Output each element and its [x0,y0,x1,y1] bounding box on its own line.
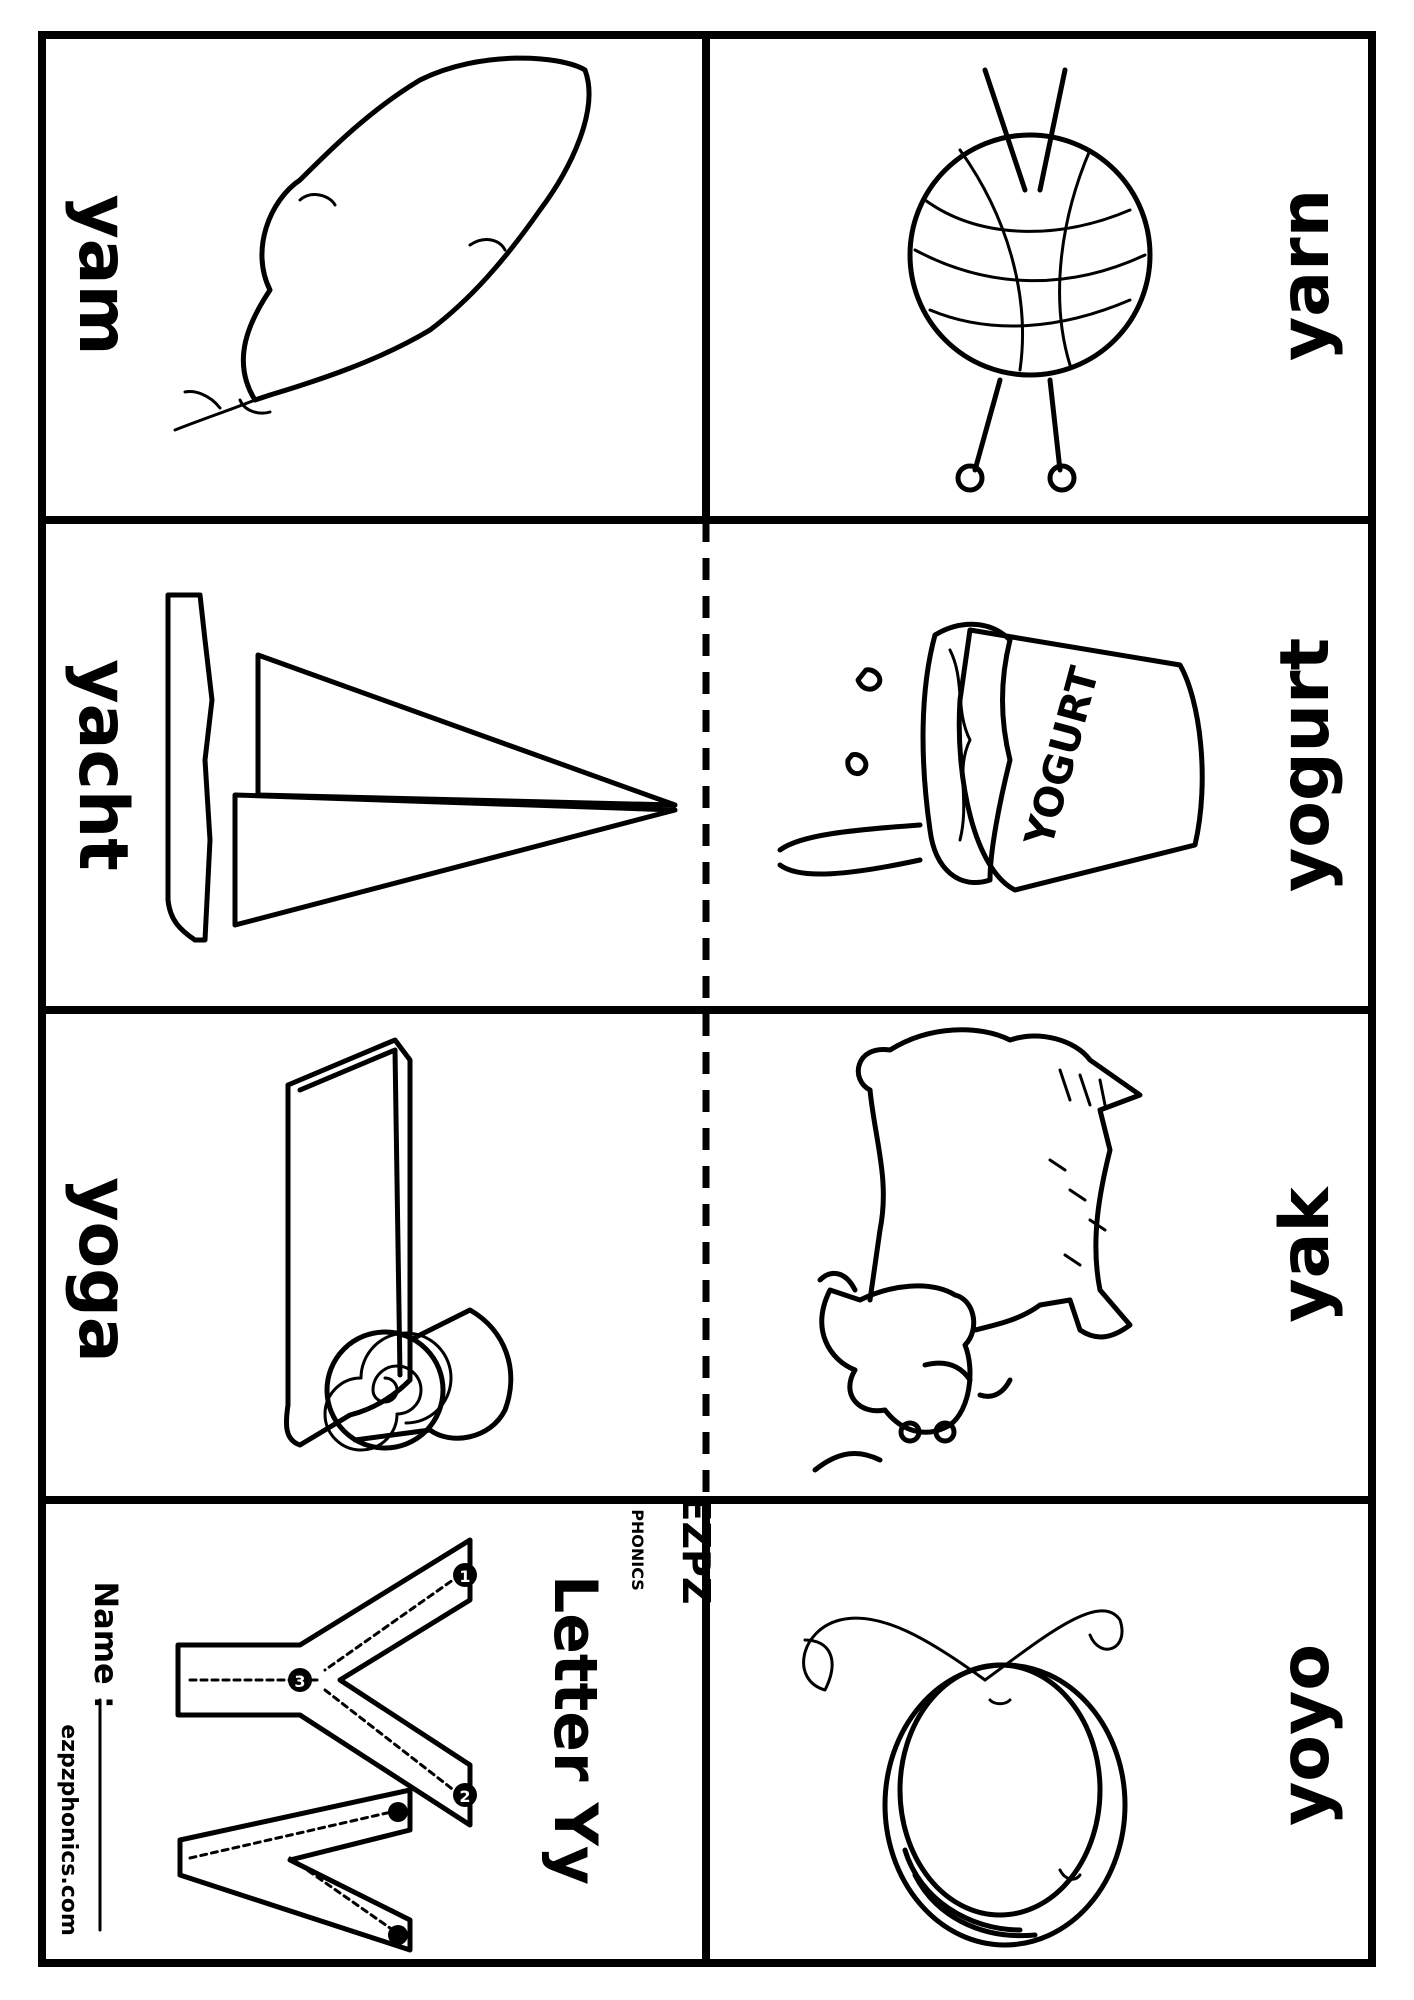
card-yoga: yoga [63,1037,514,1452]
step-1: 1 [459,1567,470,1586]
card-letter-tracing: Letter Yy Name : ezpzphonics.com EZPZ PH… [56,1496,718,1953]
yam-icon [173,55,592,432]
yogurt-icon: YOGURT [777,621,1205,893]
card-grid [38,31,1376,1967]
yacht-icon [165,592,678,943]
card-label-yoga: yoga [63,1177,142,1363]
step-3: 3 [294,1672,305,1691]
card-yak: yak [812,1027,1345,1473]
yak-icon [812,1027,1143,1473]
yoga-mat-icon [284,1037,514,1452]
card-yogurt: yogurt YOGURT [777,621,1345,893]
tracing-title: Letter Yy [540,1575,610,1885]
small-y-tracing-icon [177,1787,413,1953]
ezpz-logo: EZPZ PHONICS [628,1496,718,1605]
yarn-icon [907,67,1153,493]
logo-sub: PHONICS [628,1509,647,1591]
card-label-yacht: yacht [63,659,142,870]
card-label-yarn: yarn [1266,189,1345,361]
big-y-tracing-icon: 1 2 3 [175,1537,477,1828]
card-yacht: yacht [63,592,678,943]
card-label-yak: yak [1266,1186,1345,1323]
card-label-yam: yam [63,194,142,355]
logo-brand: EZPZ [674,1496,718,1605]
card-yam: yam [63,55,592,432]
card-yarn: yarn [907,67,1345,493]
name-label: Name : [87,1581,125,1708]
yogurt-package-text: YOGURT [1016,662,1108,852]
card-label-yogurt: yogurt [1266,638,1345,892]
card-label-yoyo: yoyo [1266,1644,1345,1826]
step-2: 2 [459,1787,470,1806]
card-yoyo: yoyo [802,1609,1345,1948]
website-text: ezpzphonics.com [56,1724,81,1936]
yoyo-icon [802,1609,1128,1948]
